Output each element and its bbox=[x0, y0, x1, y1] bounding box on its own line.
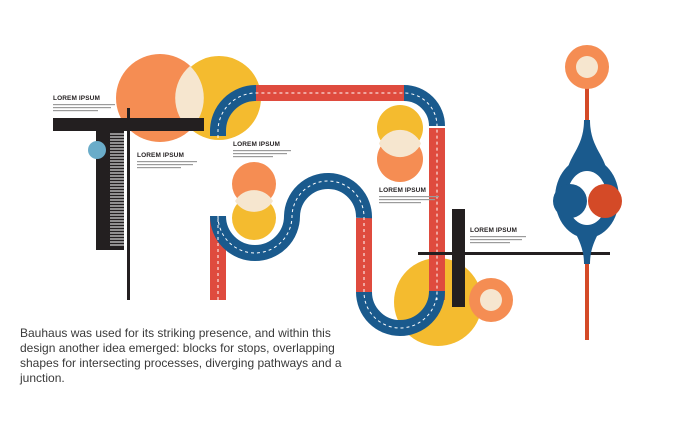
right-stop-structure bbox=[418, 209, 610, 307]
junction-node-left bbox=[553, 184, 587, 218]
label-lorem-ipsum-1: LOREM IPSUM bbox=[53, 95, 100, 102]
overlap-circles-right bbox=[377, 105, 423, 182]
stop-block-right bbox=[452, 209, 465, 307]
label-lorem-ipsum-5: LOREM IPSUM bbox=[470, 227, 517, 234]
left-stop-structure bbox=[53, 108, 204, 300]
junction bbox=[553, 45, 622, 340]
overlap-circles-loop bbox=[232, 162, 276, 240]
placeholder-text bbox=[53, 104, 526, 244]
vertical-line bbox=[127, 108, 130, 300]
label-lorem-ipsum-4: LOREM IPSUM bbox=[379, 187, 426, 194]
horizontal-line-right bbox=[418, 252, 610, 255]
route-path bbox=[210, 85, 445, 337]
overlap-lens-top bbox=[175, 66, 204, 130]
teal-dot bbox=[88, 141, 106, 159]
target-circle bbox=[469, 278, 513, 322]
caption-text: Bauhaus was used for its striking presen… bbox=[20, 326, 342, 385]
junction-node-right bbox=[588, 184, 622, 218]
label-lorem-ipsum-3: LOREM IPSUM bbox=[233, 141, 280, 148]
label-lorem-ipsum-2: LOREM IPSUM bbox=[137, 152, 184, 159]
